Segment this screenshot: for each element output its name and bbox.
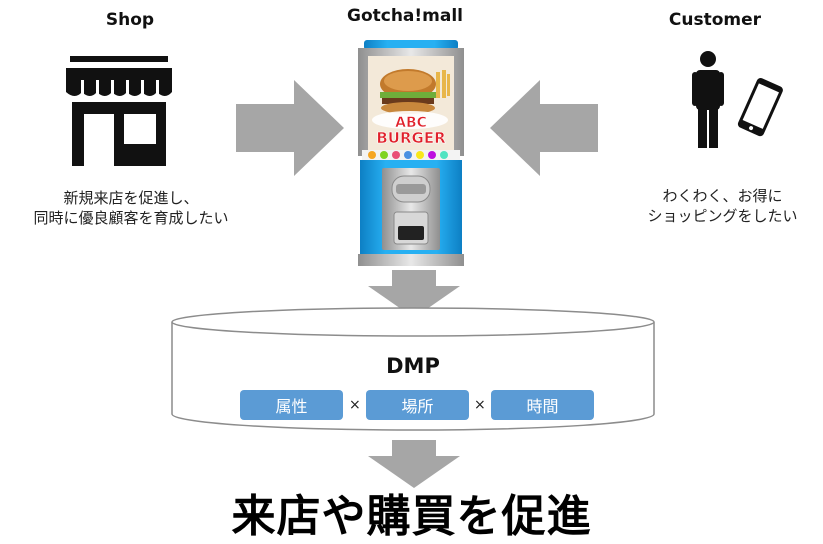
arrow-down-icon-2: [368, 440, 460, 488]
shop-desc-line-2: 同時に優良顧客を育成したい: [33, 209, 229, 227]
storefront-icon: [66, 56, 172, 166]
arrow-down-icon: [368, 270, 460, 318]
customer-desc-line-1: わくわく、お得に: [662, 187, 783, 205]
gacha-machine-icon: ABC BURGER: [358, 40, 464, 266]
shop-desc-line-1: 新規来店を促進し、: [63, 189, 199, 207]
tag-time: 時間: [491, 390, 594, 420]
customer-description: わくわく、お得に ショッピングをしたい: [620, 186, 823, 226]
machine-title: Gotcha!mall: [346, 6, 463, 26]
tag-location: 場所: [366, 390, 469, 420]
person-with-phone-icon: [692, 51, 783, 148]
tag-attribute: 属性: [240, 390, 343, 420]
shop-description: 新規来店を促進し、 同時に優良顧客を育成したい: [0, 188, 262, 228]
customer-title: Customer: [668, 10, 762, 30]
times-separator-1: ×: [349, 397, 361, 413]
shop-title: Shop: [105, 10, 155, 30]
arrow-left-icon: [490, 80, 598, 176]
poster-text-abc: ABC: [395, 115, 427, 131]
dmp-title: DMP: [386, 354, 440, 378]
customer-desc-line-2: ショッピングをしたい: [647, 207, 798, 225]
times-separator-2: ×: [474, 397, 486, 413]
slogan: 来店や購買を促進: [231, 491, 592, 542]
poster-text-burger: BURGER: [376, 129, 446, 147]
arrow-right-icon: [236, 80, 344, 176]
